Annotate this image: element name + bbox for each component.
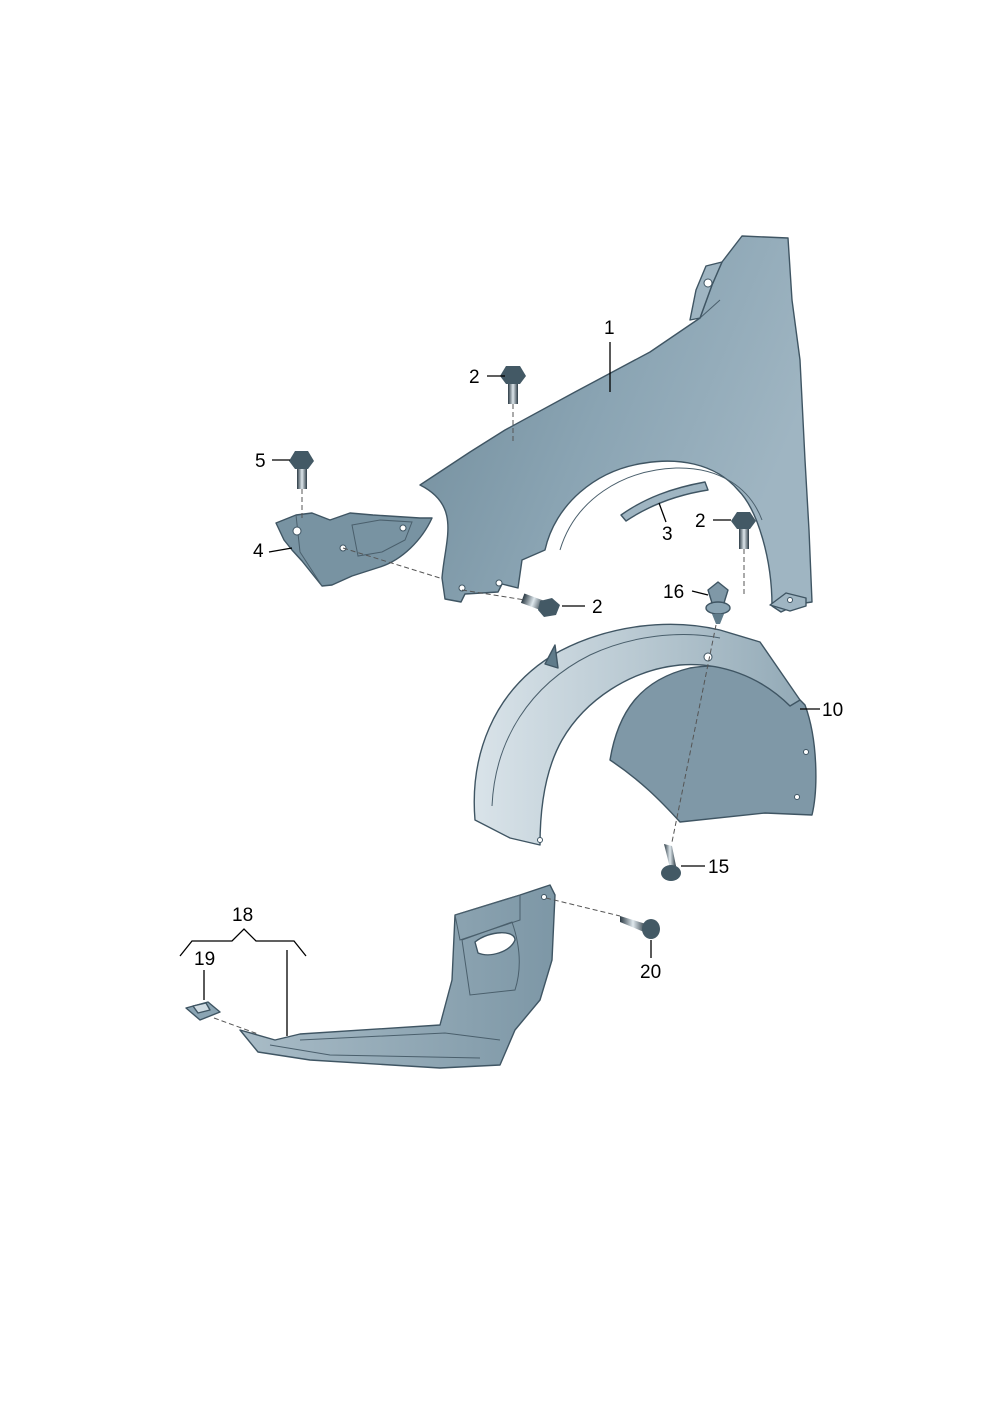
callout-5: 5 — [255, 451, 266, 472]
callout-2-right: 2 — [695, 511, 706, 532]
fender-part — [419, 235, 813, 613]
bracket-part — [275, 512, 433, 587]
callout-20: 20 — [640, 962, 661, 983]
clip-icon — [705, 581, 731, 624]
wheel-liner-part — [473, 623, 817, 846]
screw-icon — [620, 916, 660, 939]
callout-labels: 1 2 5 3 2 4 16 2 10 15 18 19 20 — [194, 318, 843, 983]
callout-2-lower: 2 — [592, 597, 603, 618]
lower-liner-part — [239, 884, 556, 1069]
nut-icon — [185, 1001, 221, 1021]
callout-16: 16 — [663, 582, 684, 603]
bolt-icon — [500, 366, 526, 404]
callout-18: 18 — [232, 905, 253, 926]
screw-icon — [661, 844, 681, 881]
callout-4: 4 — [253, 541, 264, 562]
callout-15: 15 — [708, 857, 729, 878]
callout-2-top: 2 — [469, 367, 480, 388]
strip-part — [620, 481, 709, 522]
leader-lines — [179, 342, 820, 1036]
callout-3: 3 — [662, 524, 673, 545]
bolt-icon — [520, 593, 560, 617]
assembly-lines — [213, 404, 745, 1035]
bolt-icon — [289, 451, 314, 489]
bolt-icon — [731, 512, 756, 549]
callout-10: 10 — [822, 700, 843, 721]
callout-1: 1 — [604, 318, 615, 339]
callout-19: 19 — [194, 949, 215, 970]
